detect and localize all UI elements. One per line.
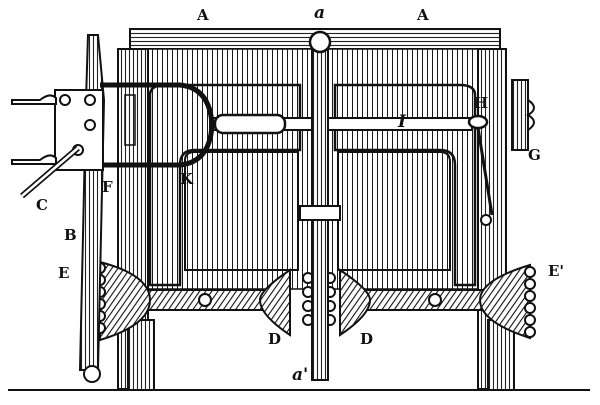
rivet-left [198, 293, 212, 307]
label-F: F [102, 178, 113, 196]
clamp-pin-3 [84, 119, 96, 131]
clamp-pin-2 [84, 94, 96, 106]
label-C: C [36, 196, 48, 214]
handle-rod-inner [21, 147, 79, 197]
shaft-collar [299, 205, 341, 221]
label-E-prime: E' [548, 262, 564, 280]
pawl-link [476, 127, 494, 216]
cam-center-right [339, 268, 372, 337]
label-B: B [64, 226, 77, 244]
cam-left [99, 260, 152, 342]
clamp-pin-1 [59, 94, 71, 106]
lever-foot-pivot [83, 365, 101, 383]
label-K: K [180, 170, 194, 188]
label-a-top: a [314, 3, 325, 23]
label-a-prime: a' [292, 365, 308, 385]
right-panel-frame [333, 83, 477, 287]
rivet-right [428, 293, 442, 307]
yoke [100, 82, 215, 168]
left-leg [127, 319, 155, 391]
label-D-left: D [268, 330, 281, 348]
rod-sleeve [213, 113, 287, 135]
right-leg [487, 319, 515, 391]
label-H: H [474, 94, 488, 112]
label-I: I [397, 112, 407, 132]
right-bracket [511, 79, 529, 151]
right-inner-panel [337, 151, 451, 271]
label-E: E [58, 264, 69, 282]
teeth-right [524, 266, 536, 338]
shaft-top-knob [308, 30, 332, 54]
teeth-center [302, 272, 336, 326]
label-G: G [528, 146, 541, 164]
cam-right [478, 263, 531, 340]
label-A-left: A [196, 6, 209, 24]
yoke-block [124, 94, 136, 146]
lower-hook [11, 154, 57, 165]
left-inner-panel [184, 151, 299, 271]
pawl-H [467, 114, 489, 130]
cam-center-left [258, 268, 291, 337]
pawl-pivot [480, 214, 492, 226]
right-knob [526, 99, 535, 131]
label-A-right: A [416, 6, 429, 24]
label-D-right: D [360, 330, 373, 348]
upper-hook [11, 94, 57, 105]
